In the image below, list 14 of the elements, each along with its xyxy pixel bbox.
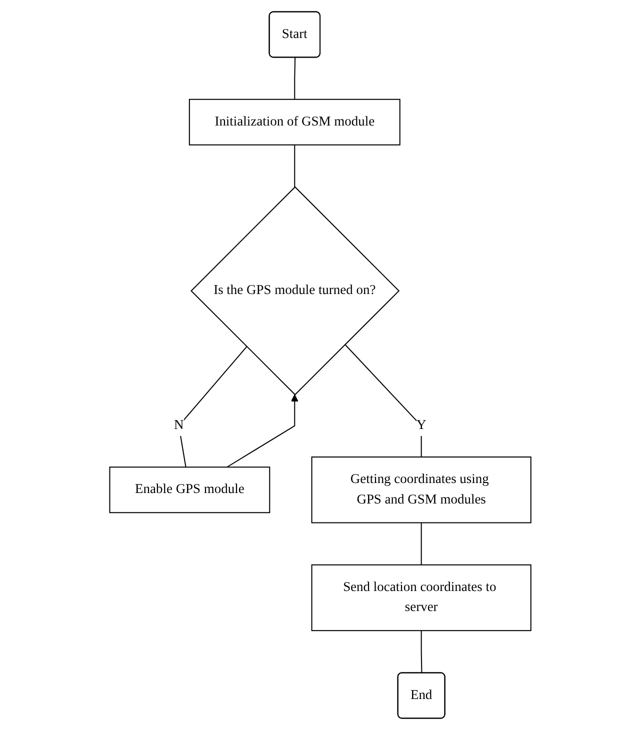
- connector: [294, 57, 296, 99]
- node-box: Enable GPS module: [108, 466, 270, 513]
- connector: [420, 630, 422, 673]
- node-box: Send location coordinates to server: [310, 564, 532, 631]
- connector: [344, 344, 422, 457]
- node-box: Getting coordinates using GPS and GSM modules: [310, 456, 532, 523]
- connector: [294, 144, 295, 187]
- connector: [420, 522, 422, 564]
- arrow: [226, 394, 298, 468]
- edge-label: Y: [416, 418, 426, 432]
- edge-label: N: [174, 418, 184, 432]
- node-box: Initialization of GSM module: [188, 98, 400, 145]
- node-diamond: Is the GPS module turned on?: [190, 186, 400, 395]
- connector: [178, 346, 247, 467]
